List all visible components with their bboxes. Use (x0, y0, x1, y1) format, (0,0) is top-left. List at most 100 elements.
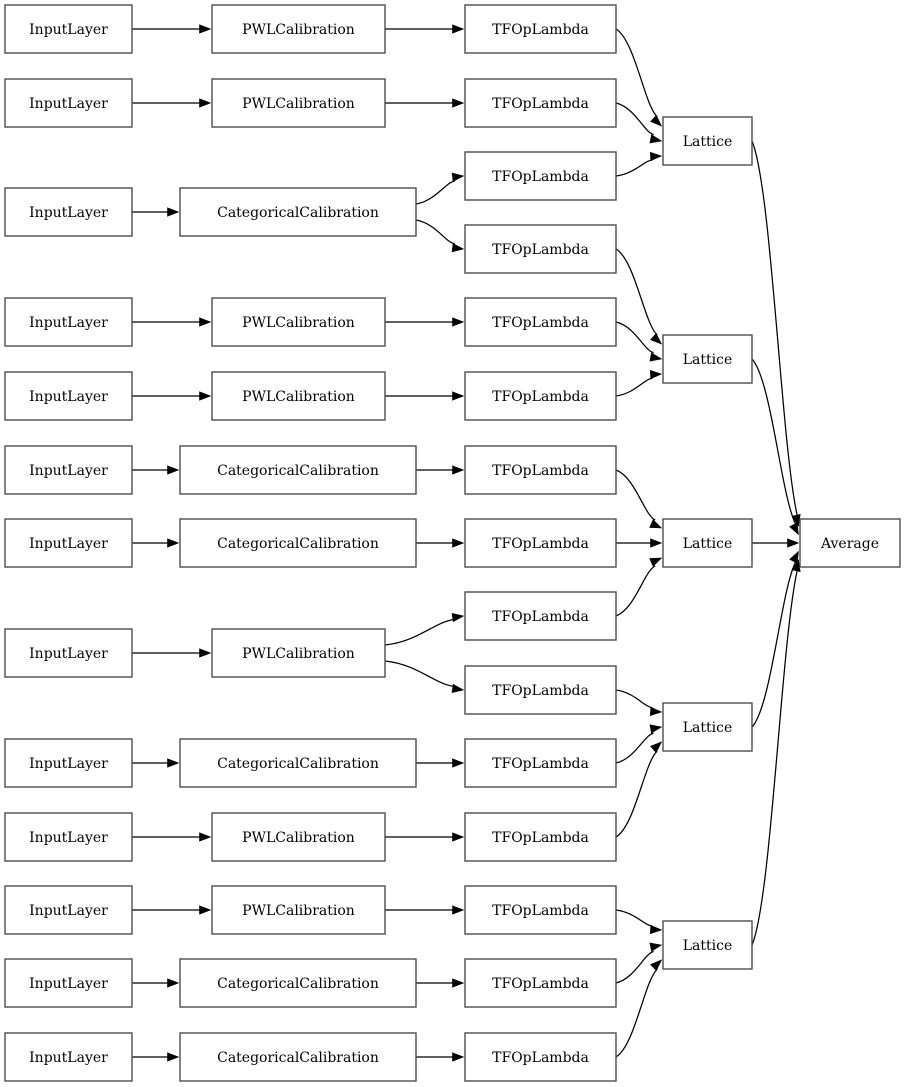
node-box[interactable] (179, 958, 417, 1008)
node-box[interactable] (4, 78, 133, 128)
node-box[interactable] (4, 812, 133, 862)
node-box[interactable] (4, 371, 133, 421)
node-cat-cal7[interactable]: CategoricalCalibration (179, 518, 417, 568)
node-box[interactable] (464, 885, 617, 935)
node-box[interactable] (464, 958, 617, 1008)
node-average-avg[interactable]: Average (799, 518, 901, 568)
node-pwl-cal4[interactable]: PWLCalibration (211, 297, 386, 347)
node-box[interactable] (4, 628, 133, 678)
node-box[interactable] (464, 4, 617, 54)
node-input-in8[interactable]: InputLayer (4, 628, 133, 678)
node-lambda-lam8[interactable]: TFOpLambda (464, 518, 617, 568)
node-box[interactable] (211, 4, 386, 54)
node-box[interactable] (464, 665, 617, 715)
node-lattice-lat1[interactable]: Lattice (662, 116, 753, 166)
node-lambda-lam9[interactable]: TFOpLambda (464, 591, 617, 641)
node-label: InputLayer (29, 646, 108, 662)
node-lambda-lam4[interactable]: TFOpLambda (464, 224, 617, 274)
node-pwl-cal11[interactable]: PWLCalibration (211, 885, 386, 935)
node-box[interactable] (211, 885, 386, 935)
node-box[interactable] (211, 297, 386, 347)
node-box[interactable] (662, 702, 753, 752)
node-cat-cal6[interactable]: CategoricalCalibration (179, 445, 417, 495)
edge-arrowhead (452, 465, 465, 475)
node-pwl-cal5[interactable]: PWLCalibration (211, 371, 386, 421)
node-input-in3[interactable]: InputLayer (4, 187, 133, 237)
node-box[interactable] (4, 187, 133, 237)
node-lambda-lam3[interactable]: TFOpLambda (464, 151, 617, 201)
node-box[interactable] (464, 224, 617, 274)
node-box[interactable] (799, 518, 901, 568)
node-box[interactable] (4, 958, 133, 1008)
node-input-in2[interactable]: InputLayer (4, 78, 133, 128)
node-box[interactable] (179, 187, 417, 237)
node-box[interactable] (179, 1032, 417, 1082)
node-input-in12[interactable]: InputLayer (4, 958, 133, 1008)
node-box[interactable] (464, 591, 617, 641)
node-lambda-lam11[interactable]: TFOpLambda (464, 738, 617, 788)
node-lattice-lat2[interactable]: Lattice (662, 334, 753, 384)
node-input-in11[interactable]: InputLayer (4, 885, 133, 935)
node-box[interactable] (211, 628, 386, 678)
node-lattice-lat5[interactable]: Lattice (662, 920, 753, 970)
node-box[interactable] (662, 920, 753, 970)
node-box[interactable] (179, 445, 417, 495)
node-pwl-cal8[interactable]: PWLCalibration (211, 628, 386, 678)
node-lambda-lam2[interactable]: TFOpLambda (464, 78, 617, 128)
node-lambda-lam10[interactable]: TFOpLambda (464, 665, 617, 715)
edge-cal13-to-lam15 (416, 1052, 465, 1062)
edge-in3-to-cal3 (132, 207, 180, 217)
node-input-in10[interactable]: InputLayer (4, 812, 133, 862)
node-input-in9[interactable]: InputLayer (4, 738, 133, 788)
node-input-in1[interactable]: InputLayer (4, 4, 133, 54)
node-box[interactable] (4, 518, 133, 568)
node-lambda-lam15[interactable]: TFOpLambda (464, 1032, 617, 1082)
node-cat-cal3[interactable]: CategoricalCalibration (179, 187, 417, 237)
node-box[interactable] (4, 1032, 133, 1082)
node-box[interactable] (464, 297, 617, 347)
node-cat-cal9[interactable]: CategoricalCalibration (179, 738, 417, 788)
node-cat-cal12[interactable]: CategoricalCalibration (179, 958, 417, 1008)
node-input-in5[interactable]: InputLayer (4, 371, 133, 421)
node-box[interactable] (464, 78, 617, 128)
node-lattice-lat4[interactable]: Lattice (662, 702, 753, 752)
node-box[interactable] (211, 371, 386, 421)
node-box[interactable] (4, 738, 133, 788)
node-pwl-cal2[interactable]: PWLCalibration (211, 78, 386, 128)
node-lambda-lam13[interactable]: TFOpLambda (464, 885, 617, 935)
node-pwl-cal10[interactable]: PWLCalibration (211, 812, 386, 862)
node-box[interactable] (4, 445, 133, 495)
node-input-in6[interactable]: InputLayer (4, 445, 133, 495)
node-label: CategoricalCalibration (217, 976, 379, 992)
node-box[interactable] (4, 885, 133, 935)
node-box[interactable] (464, 738, 617, 788)
node-box[interactable] (464, 812, 617, 862)
node-box[interactable] (211, 812, 386, 862)
node-cat-cal13[interactable]: CategoricalCalibration (179, 1032, 417, 1082)
edge-lam12-to-lat4 (615, 741, 663, 838)
node-box[interactable] (662, 334, 753, 384)
node-box[interactable] (464, 1032, 617, 1082)
node-box[interactable] (662, 116, 753, 166)
node-box[interactable] (179, 738, 417, 788)
node-box[interactable] (464, 371, 617, 421)
node-pwl-cal1[interactable]: PWLCalibration (211, 4, 386, 54)
node-input-in7[interactable]: InputLayer (4, 518, 133, 568)
node-box[interactable] (4, 297, 133, 347)
node-box[interactable] (4, 4, 133, 54)
node-lambda-lam1[interactable]: TFOpLambda (464, 4, 617, 54)
node-box[interactable] (662, 518, 753, 568)
node-box[interactable] (464, 445, 617, 495)
node-box[interactable] (464, 151, 617, 201)
node-input-in4[interactable]: InputLayer (4, 297, 133, 347)
node-box[interactable] (464, 518, 617, 568)
node-lambda-lam6[interactable]: TFOpLambda (464, 371, 617, 421)
node-lambda-lam12[interactable]: TFOpLambda (464, 812, 617, 862)
node-lambda-lam5[interactable]: TFOpLambda (464, 297, 617, 347)
node-box[interactable] (179, 518, 417, 568)
node-lambda-lam14[interactable]: TFOpLambda (464, 958, 617, 1008)
node-lattice-lat3[interactable]: Lattice (662, 518, 753, 568)
node-input-in13[interactable]: InputLayer (4, 1032, 133, 1082)
node-box[interactable] (211, 78, 386, 128)
node-lambda-lam7[interactable]: TFOpLambda (464, 445, 617, 495)
